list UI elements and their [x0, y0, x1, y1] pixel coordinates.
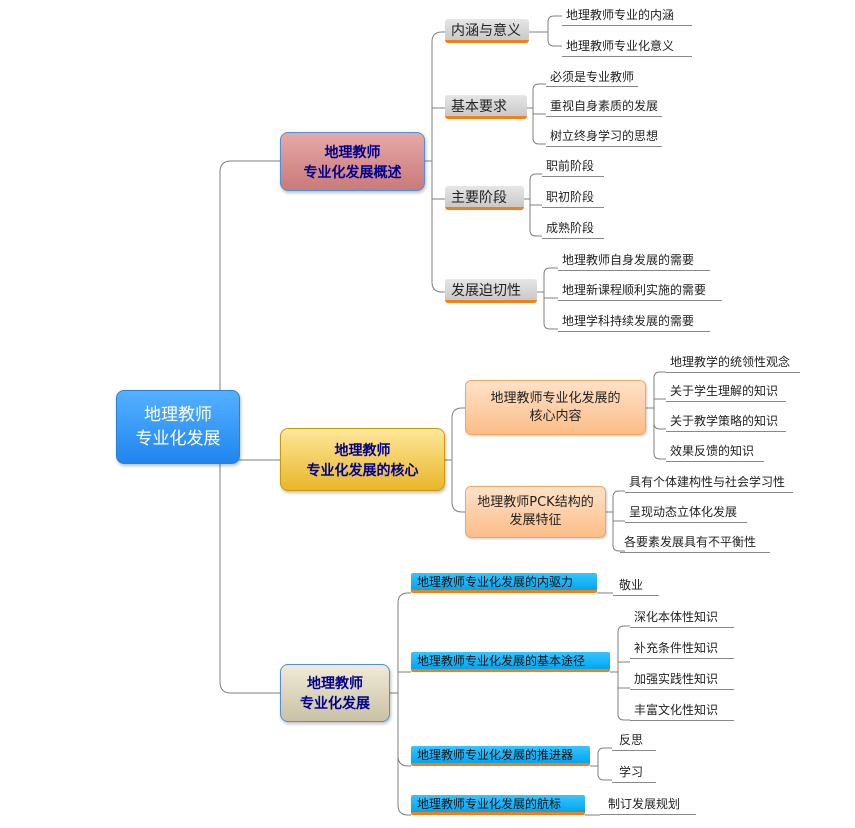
leaf-underline	[542, 176, 604, 177]
branch-overview[interactable]: 地理教师 专业化发展概述	[280, 132, 425, 191]
leaf-text: 地理教师专业的内涵	[566, 8, 675, 22]
leaf-underline	[613, 595, 659, 596]
leaf-text: 各要素发展具有不平衡性	[624, 535, 757, 549]
leaf-underline	[666, 431, 786, 432]
leaf-underline	[666, 401, 786, 402]
leaf-underline	[612, 750, 656, 751]
leaf-underline	[546, 116, 662, 117]
topic-inner-drive[interactable]: 地理教师专业化发展的内驱力	[411, 573, 597, 593]
leaf-underline	[630, 689, 734, 690]
topic-core-content[interactable]: 地理教师专业化发展的 核心内容	[465, 380, 646, 435]
leaf-underline	[562, 56, 692, 57]
leaf-text: 重视自身素质的发展	[550, 99, 659, 113]
leaf-underline	[620, 552, 770, 553]
leaf-underline	[666, 461, 764, 462]
leaf-text: 地理教学的统领性观念	[670, 355, 791, 369]
leaf-underline	[558, 300, 722, 301]
leaf-text: 补充条件性知识	[634, 641, 719, 655]
topic-basic-requirements[interactable]: 基本要求	[445, 95, 527, 119]
leaf-text: 必须是专业教师	[550, 70, 635, 84]
topic-connotation[interactable]: 内涵与意义	[445, 19, 529, 43]
leaf-text: 职初阶段	[546, 190, 595, 204]
branch-development[interactable]: 地理教师 专业化发展	[280, 664, 390, 722]
leaf-underline	[625, 492, 793, 493]
leaf-text: 具有个体建构性与社会学习性	[629, 475, 786, 489]
topic-urgency[interactable]: 发展迫切性	[445, 279, 537, 303]
leaf-text: 地理新课程顺利实施的需要	[562, 283, 707, 297]
leaf-underline	[666, 372, 800, 373]
leaf-underline	[600, 814, 696, 815]
leaf-text: 敬业	[619, 578, 644, 592]
leaf-underline	[630, 658, 734, 659]
leaf-text: 成熟阶段	[546, 221, 595, 235]
topic-basic-paths[interactable]: 地理教师专业化发展的基本途径	[411, 652, 610, 672]
branch-core[interactable]: 地理教师 专业化发展的核心	[280, 428, 445, 491]
leaf-text: 深化本体性知识	[634, 610, 719, 624]
leaf-underline	[562, 25, 692, 26]
leaf-text: 树立终身学习的思想	[550, 129, 659, 143]
leaf-text: 加强实践性知识	[634, 672, 719, 686]
topic-beacon[interactable]: 地理教师专业化发展的航标	[411, 795, 585, 815]
leaf-text: 学习	[619, 765, 644, 779]
leaf-underline	[625, 522, 747, 523]
leaf-underline	[542, 207, 604, 208]
leaf-text: 地理教师专业化意义	[566, 39, 675, 53]
leaf-text: 职前阶段	[546, 159, 595, 173]
leaf-text: 地理教师自身发展的需要	[562, 253, 695, 267]
leaf-text: 制订发展规划	[608, 797, 681, 811]
leaf-underline	[630, 627, 734, 628]
root-node[interactable]: 地理教师 专业化发展	[116, 390, 240, 464]
leaf-underline	[612, 782, 656, 783]
leaf-underline	[630, 720, 734, 721]
leaf-text: 关于教学策略的知识	[670, 414, 779, 428]
leaf-text: 反思	[619, 733, 644, 747]
leaf-underline	[542, 238, 604, 239]
leaf-text: 呈现动态立体化发展	[629, 505, 738, 519]
leaf-underline	[546, 146, 662, 147]
leaf-text: 效果反馈的知识	[670, 444, 755, 458]
leaf-text: 丰富文化性知识	[634, 703, 719, 717]
topic-main-stages[interactable]: 主要阶段	[445, 186, 524, 210]
leaf-underline	[546, 86, 638, 87]
topic-promoter[interactable]: 地理教师专业化发展的推进器	[411, 746, 590, 766]
leaf-underline	[558, 270, 710, 271]
leaf-text: 地理学科持续发展的需要	[562, 314, 695, 328]
topic-pck-features[interactable]: 地理教师PCK结构的 发展特征	[465, 486, 606, 538]
leaf-underline	[558, 331, 710, 332]
leaf-text: 关于学生理解的知识	[670, 384, 779, 398]
